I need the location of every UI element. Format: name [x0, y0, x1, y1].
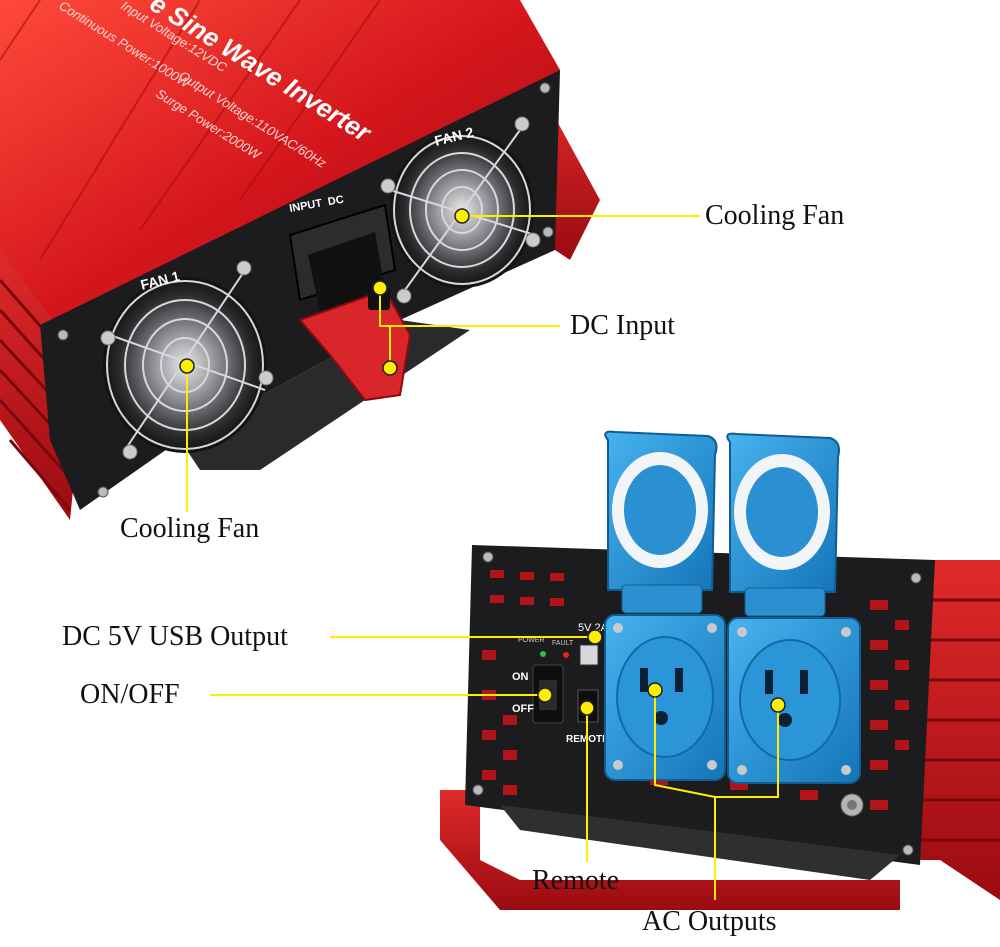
dc-input-line-a [379, 288, 560, 327]
housing-bottom [440, 790, 900, 910]
marker-dc-neg [382, 360, 398, 376]
top-unit: e Sine Wave Inverter Input Voltage:12VDC… [0, 0, 600, 520]
ground-terminal [840, 793, 864, 817]
fault-led [563, 652, 569, 658]
marker-remote [579, 700, 595, 716]
callout-ac-outputs: AC Outputs [642, 906, 777, 937]
callout-usb-output: DC 5V USB Output [62, 621, 288, 652]
callout-cooling-fan-top: Cooling Fan [705, 200, 845, 231]
ac-outlet-2 [726, 432, 861, 784]
power-led-label: POWER [518, 637, 544, 644]
screws-rear [472, 551, 922, 856]
callout-dc-input: DC Input [570, 310, 675, 341]
marker-usb [587, 629, 603, 645]
bottom-unit: 5V 2AM POWER FAULT ON OFF REMOTE [440, 430, 1000, 910]
screws-front [57, 82, 554, 498]
marker-outlet-2 [770, 697, 786, 713]
callout-lines [186, 215, 779, 900]
off-label: OFF [512, 703, 534, 715]
marker-fan2 [454, 208, 470, 224]
callout-markers [179, 208, 786, 716]
dc-input-terminals [288, 203, 412, 402]
marker-fan1 [179, 358, 195, 374]
ac-outlet-1 [604, 430, 726, 781]
on-label: ON [512, 671, 529, 683]
callout-cooling-fan-bottom: Cooling Fan [120, 513, 260, 544]
rear-bracket [500, 805, 900, 880]
callout-remote: Remote [532, 865, 620, 896]
marker-dc-pos [372, 280, 388, 296]
marker-switch [537, 687, 553, 703]
power-led [540, 651, 546, 657]
callout-on-off: ON/OFF [80, 679, 180, 710]
marker-outlet-1 [647, 682, 663, 698]
usb-port [579, 644, 599, 666]
housing-top [0, 0, 560, 340]
fault-led-label: FAULT [552, 640, 574, 647]
